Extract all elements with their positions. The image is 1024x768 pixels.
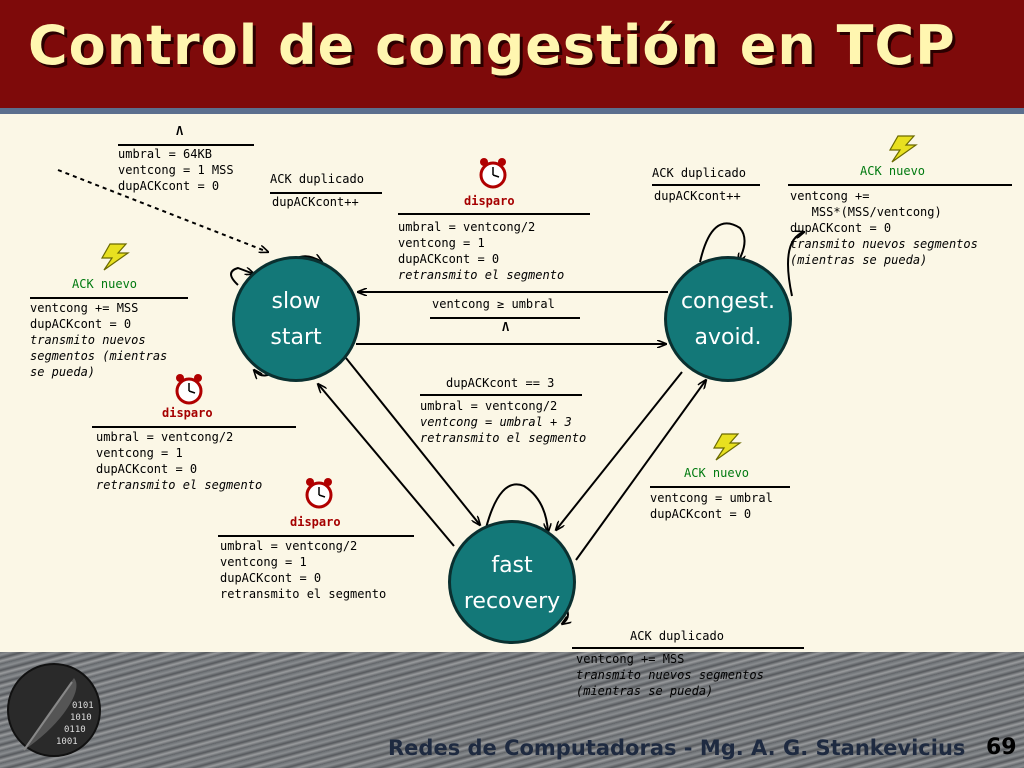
- ss-timeout-left-action-3: dupACKcont = 0: [96, 462, 198, 476]
- ss-dup-event: ACK duplicado: [270, 172, 364, 186]
- title-bar: [0, 0, 1024, 108]
- ss-timeout-top-action-3: dupACKcont = 0: [398, 252, 500, 266]
- ca-dup-event: ACK duplicado: [652, 166, 746, 180]
- initial-action-3: dupACKcont = 0: [118, 179, 220, 193]
- ss-new-action-1: ventcong += MSS: [30, 301, 139, 315]
- ca-new-divider: [788, 184, 1012, 186]
- loop-ca-top: [699, 222, 745, 262]
- initial-action-2: ventcong = 1 MSS: [118, 163, 234, 177]
- ss-timeout-left-event: disparo: [162, 406, 213, 420]
- fr-timeout-event: disparo: [290, 515, 341, 529]
- alarm-clock-icon: [175, 374, 203, 405]
- alarm-clock-icon: [479, 158, 507, 189]
- fr-new-divider: [650, 486, 790, 488]
- alarm-clock-icon: [305, 478, 333, 509]
- initial-event: Λ: [176, 124, 184, 138]
- ss-timeout-top-divider: [398, 213, 590, 215]
- slide-title: Control de congestión en TCP: [28, 14, 956, 77]
- svg-text:0110: 0110: [64, 725, 86, 735]
- fr-timeout-action-1: umbral = ventcong/2: [220, 539, 358, 553]
- ca-new-action-2: MSS*(MSS/ventcong): [790, 205, 942, 219]
- state-slow-start: [232, 256, 360, 382]
- state-congestion-avoidance: [664, 256, 792, 382]
- fr-dup-action-1: ventcong += MSS: [576, 652, 685, 666]
- ss-dup-action-1: dupACKcont++: [272, 195, 359, 209]
- ss-to-ca-divider: [430, 317, 580, 319]
- fr-timeout-action-3: dupACKcont = 0: [220, 571, 322, 585]
- title-underline: [0, 108, 1024, 114]
- arrow-ca-to-fr: [556, 371, 683, 530]
- loop-fr-top: [485, 483, 548, 532]
- lightning-bolt-icon: [712, 433, 742, 461]
- ss-timeout-left-action-1: umbral = ventcong/2: [96, 430, 234, 444]
- svg-text:1010: 1010: [70, 713, 92, 723]
- ss-timeout-top-action-1: umbral = ventcong/2: [398, 220, 536, 234]
- ss-new-action-5: se pueda): [30, 365, 96, 379]
- footer-band: [0, 652, 1024, 768]
- state-fast-recovery: [448, 520, 576, 644]
- ss-to-ca-action: Λ: [502, 320, 510, 334]
- initial-arrow: [57, 169, 268, 252]
- ca-new-action-5: (mientras se pueda): [790, 253, 928, 267]
- loop-ca-right: [787, 232, 804, 297]
- lightning-bolt-icon: [888, 135, 918, 163]
- ca-new-action-1: ventcong +=: [790, 189, 870, 203]
- arrow-ss-to-fr: [345, 357, 480, 525]
- fr-new-event: ACK nuevo: [684, 466, 750, 480]
- ss-timeout-top-action-2: ventcong = 1: [398, 236, 485, 250]
- ss-timeout-left-action-4: retransmito el segmento: [96, 478, 263, 492]
- fr-dup-action-3: (mientras se pueda): [576, 684, 714, 698]
- ca-dup-divider: [652, 184, 760, 186]
- ss-new-action-2: dupACKcont = 0: [30, 317, 132, 331]
- fr-new-action-1: ventcong = umbral: [650, 491, 773, 505]
- state-slow-start-label: slow start: [270, 289, 322, 350]
- fr-new-action-2: dupACKcont = 0: [650, 507, 752, 521]
- feather-logo-icon: 0101 1010 0110 1001: [7, 663, 101, 757]
- fr-dup-event: ACK duplicado: [630, 629, 724, 643]
- ss-to-fr-event: dupACKcont == 3: [446, 376, 555, 390]
- fr-dup-divider: [572, 647, 804, 649]
- initial-action-1: umbral = 64KB: [118, 147, 212, 161]
- svg-text:0101: 0101: [72, 701, 94, 711]
- arrow-fr-to-ss: [318, 384, 455, 547]
- ss-new-action-3: transmito nuevos: [30, 333, 146, 347]
- svg-text:1001: 1001: [56, 737, 78, 747]
- ss-timeout-left-divider: [92, 426, 296, 428]
- loop-ss-left: [230, 266, 254, 286]
- page-number: 69: [986, 735, 1017, 760]
- ss-to-fr-divider: [420, 394, 582, 396]
- ss-to-fr-action-1: umbral = ventcong/2: [420, 399, 558, 413]
- ss-timeout-top-action-4: retransmito el segmento: [398, 268, 565, 282]
- ss-to-fr-action-3: retransmito el segmento: [420, 431, 587, 445]
- ss-to-fr-action-2: ventcong = umbral + 3: [420, 415, 572, 429]
- ca-new-event: ACK nuevo: [860, 164, 926, 178]
- ss-new-action-4: segmentos (mientras: [30, 349, 168, 363]
- ss-new-event: ACK nuevo: [72, 277, 138, 291]
- footer-course: Redes de Computadoras - Mg. A. G. Stanke…: [388, 736, 966, 760]
- ca-new-action-4: transmito nuevos segmentos: [790, 237, 978, 251]
- state-congestion-avoidance-label: congest. avoid.: [680, 289, 776, 350]
- fr-timeout-action-2: ventcong = 1: [220, 555, 307, 569]
- ca-dup-action-1: dupACKcont++: [654, 189, 741, 203]
- fr-timeout-action-4: retransmito el segmento: [220, 587, 387, 601]
- initial-divider: [118, 144, 254, 146]
- fr-dup-action-2: transmito nuevos segmentos: [576, 668, 764, 682]
- ss-dup-divider: [270, 192, 382, 194]
- ss-timeout-top-event: disparo: [464, 194, 515, 208]
- ss-new-divider: [30, 297, 188, 299]
- fr-timeout-divider: [218, 535, 414, 537]
- state-fast-recovery-label: fast recovery: [463, 553, 561, 614]
- ca-new-action-3: dupACKcont = 0: [790, 221, 892, 235]
- lightning-bolt-icon: [100, 243, 130, 271]
- arrow-fr-to-ca: [575, 380, 706, 561]
- ss-to-ca-event: ventcong ≥ umbral: [432, 297, 555, 311]
- ss-timeout-left-action-2: ventcong = 1: [96, 446, 183, 460]
